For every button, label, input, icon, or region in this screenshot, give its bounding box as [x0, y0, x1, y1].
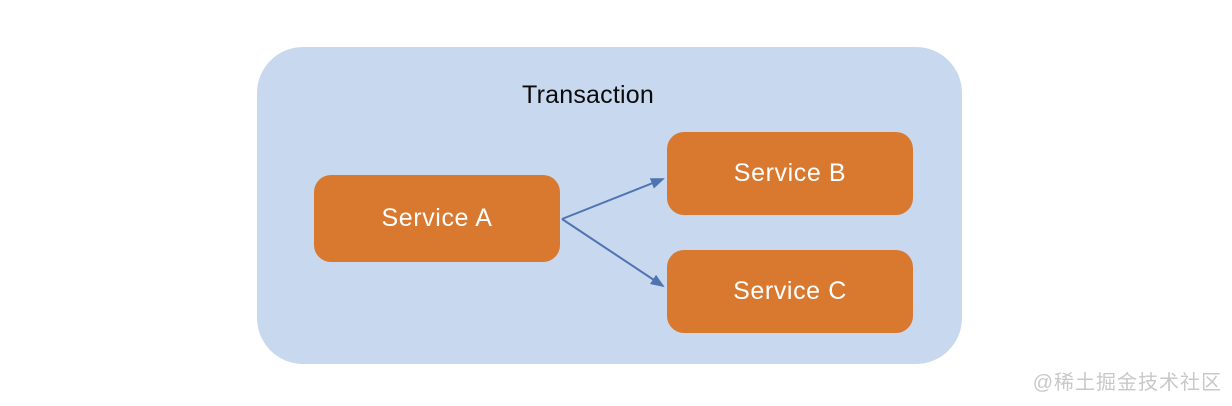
watermark-text: @稀土掘金技术社区	[1032, 372, 1222, 394]
node-service-a: Service A	[314, 175, 560, 262]
node-service-c-label: Service C	[733, 277, 847, 305]
transaction-title: Transaction	[522, 81, 654, 109]
node-service-b: Service B	[667, 132, 913, 215]
node-service-a-label: Service A	[381, 204, 493, 232]
node-service-b-label: Service B	[733, 159, 847, 187]
node-service-c: Service C	[667, 250, 913, 333]
